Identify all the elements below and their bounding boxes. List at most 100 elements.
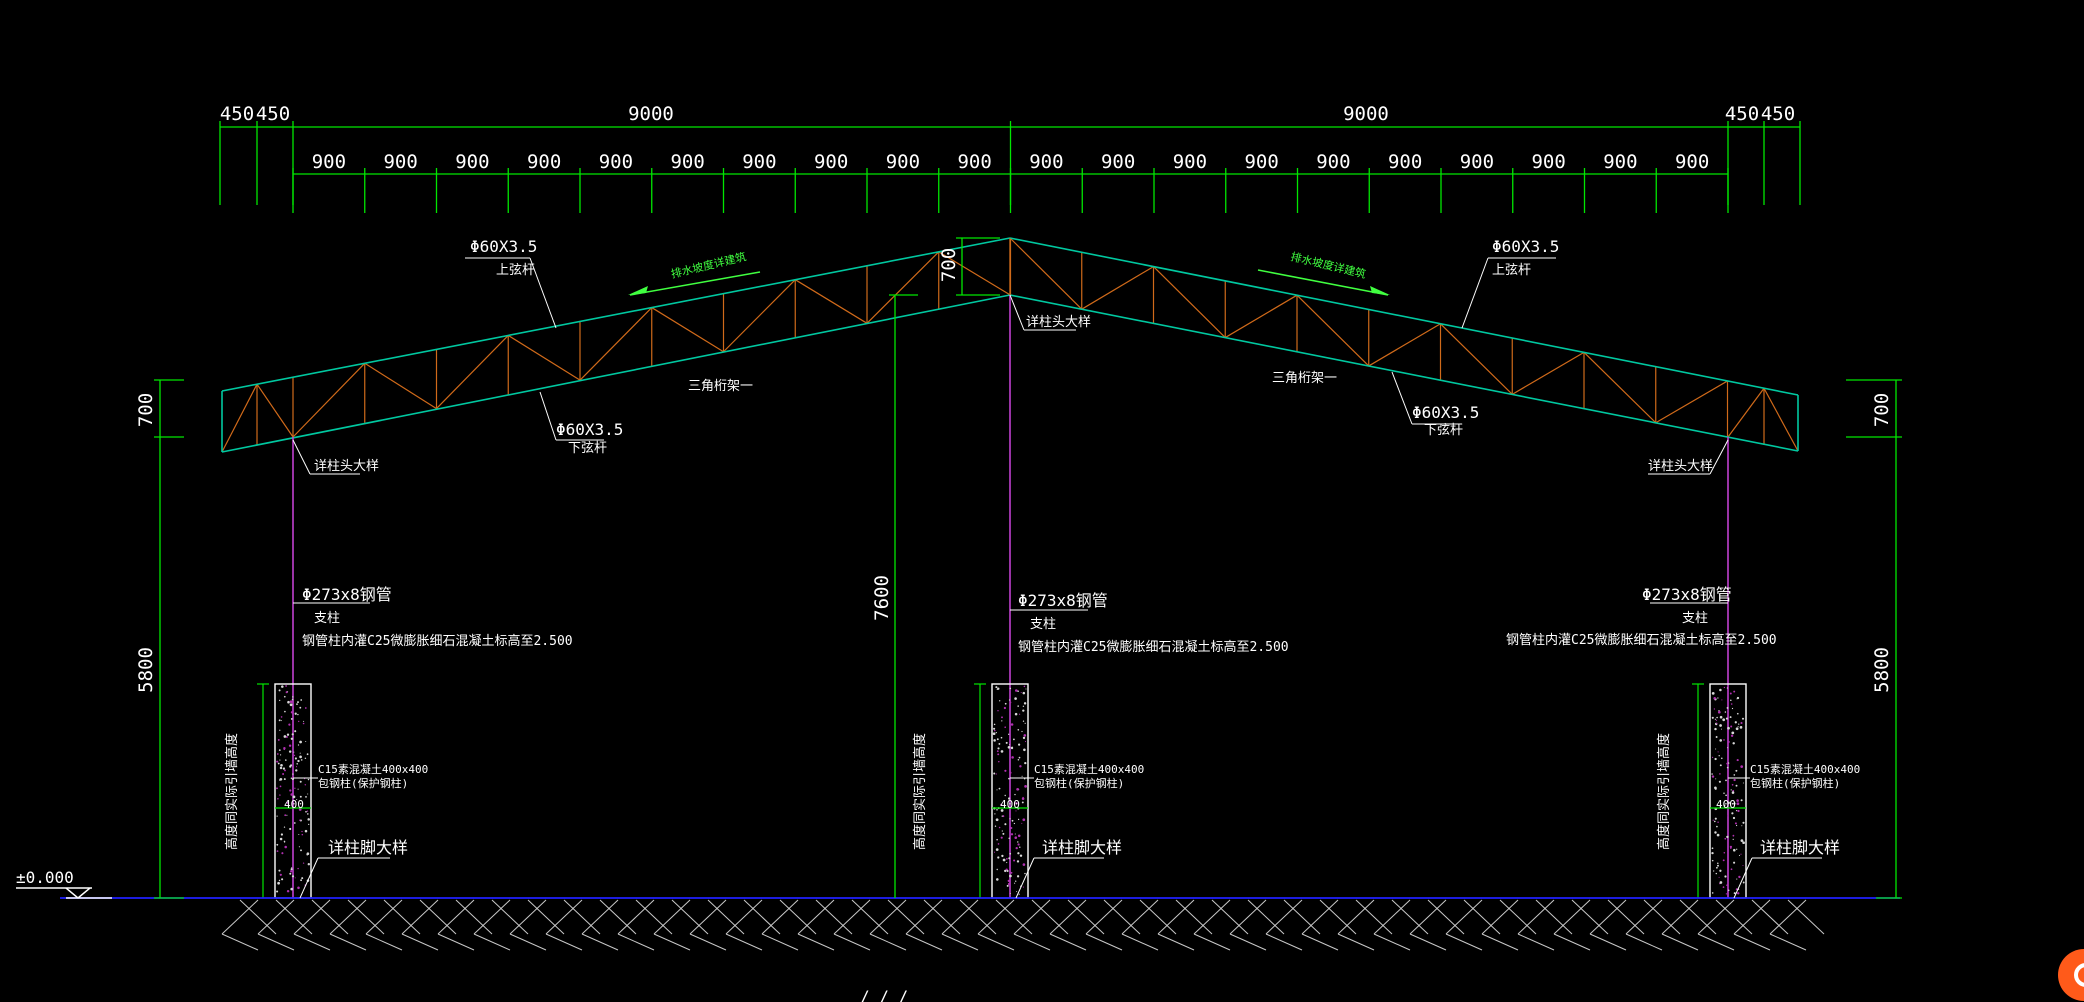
concrete-aggregate-dot (998, 787, 1001, 790)
concrete-aggregate-dot (279, 729, 281, 731)
concrete-aggregate-dot (1003, 706, 1007, 710)
ground-hatch-stroke (995, 899, 1033, 935)
concrete-aggregate-dot (1733, 774, 1736, 776)
concrete-aggregate-dot (996, 868, 998, 871)
concrete-aggregate-dot (1721, 699, 1723, 701)
concrete-aggregate-dot (1018, 743, 1021, 746)
ground-hatch-stroke (1229, 933, 1267, 951)
pier-spec-right: C15素混凝土400x400 (1750, 762, 1860, 776)
ground-hatch-stroke (1283, 899, 1321, 935)
concrete-aggregate-dot (279, 785, 282, 788)
concrete-aggregate-dot (1008, 837, 1010, 840)
concrete-aggregate-dot (1737, 809, 1740, 813)
concrete-aggregate-dot (291, 867, 293, 869)
concrete-aggregate-dot (1724, 875, 1727, 878)
concrete-aggregate-dot (995, 848, 999, 851)
concrete-aggregate-dot (283, 840, 286, 843)
concrete-aggregate-dot (286, 733, 290, 736)
pier-labels: C15素混凝土400x400 包钢柱(保护钢柱) 400 详柱脚大样 高度同实际… (224, 733, 1860, 857)
ground-hatch-stroke (977, 899, 1015, 935)
truss-upper-chord-right (1009, 237, 1799, 396)
concrete-aggregate-dot (278, 869, 281, 872)
concrete-aggregate-dot (1722, 859, 1725, 862)
concrete-aggregate-dot (1002, 815, 1005, 818)
concrete-aggregate-dot (1722, 718, 1726, 722)
concrete-aggregate-dot (1736, 759, 1739, 762)
concrete-aggregate-dot (1008, 733, 1010, 735)
concrete-aggregate-dot (1719, 764, 1722, 767)
concrete-aggregate-dot (1740, 725, 1743, 728)
column-name-center: 支柱 (1030, 617, 1056, 632)
concrete-aggregate-dot (286, 801, 289, 804)
concrete-aggregate-dot (996, 750, 999, 753)
concrete-aggregate-dot (290, 793, 294, 796)
concrete-aggregate-dot (1001, 830, 1003, 832)
concrete-aggregate-dot (1017, 852, 1020, 855)
ground-hatch-stroke (365, 933, 403, 951)
concrete-aggregate-dot (290, 868, 293, 871)
ground-hatch-stroke (1769, 899, 1807, 935)
ground-hatch-stroke (1157, 933, 1195, 951)
concrete-aggregate-dot (279, 766, 283, 770)
concrete-aggregate-dot (300, 699, 303, 701)
ground-hatch-stroke (1481, 933, 1519, 951)
concrete-aggregate-dot (289, 827, 292, 831)
ground-hatch-stroke (1769, 933, 1807, 951)
concrete-aggregate-dot (302, 722, 305, 725)
concrete-aggregate-dot (278, 879, 281, 882)
concrete-aggregate-dot (1740, 799, 1743, 802)
bottom-text-fragment: / / / (860, 987, 908, 1002)
steel-columns (292, 295, 1729, 898)
truss-diagonal-web (1583, 351, 1657, 424)
concrete-aggregate-dot (1021, 775, 1023, 777)
concrete-aggregate-dot (1736, 802, 1740, 806)
concrete-aggregate-dot (1009, 701, 1012, 704)
truss-overhang-web-right (1727, 387, 1765, 438)
concrete-aggregate-dot (1731, 783, 1734, 786)
concrete-aggregate-dot (996, 738, 999, 741)
concrete-aggregate-dot (1713, 870, 1715, 872)
concrete-aggregate-dot (1729, 692, 1732, 695)
concrete-aggregate-dot (995, 686, 998, 689)
truss-diagonal-web (1368, 323, 1441, 367)
ground-hatch-stroke (689, 899, 727, 935)
concrete-aggregate-dot (1714, 787, 1717, 790)
concrete-aggregate-dot (1022, 736, 1026, 740)
concrete-aggregate-dot (1001, 815, 1003, 817)
concrete-aggregate-dot (1000, 803, 1003, 806)
truss-name-left: 三角桁架一 (688, 379, 753, 394)
concrete-aggregate-dot (1019, 854, 1023, 857)
column-foot-detail-right: 详柱脚大样 (1760, 838, 1840, 857)
concrete-aggregate-dot (299, 752, 301, 754)
vertical-dimension-texts: 700 5800 700 5800 700 7600 (135, 248, 1893, 693)
concrete-aggregate-dot (1010, 871, 1013, 874)
concrete-aggregate-dot (995, 773, 997, 775)
top-dimension-texts: 450 450 9000 9000 450 450 (220, 103, 1795, 125)
concrete-aggregate-dot (1010, 833, 1014, 836)
ground-hatch-stroke (1049, 933, 1087, 951)
concrete-aggregate-dot (1007, 797, 1011, 800)
pier-height-note-center: 高度同实际引墙高度 (912, 733, 928, 850)
column-foot-leader-right (1733, 857, 1753, 899)
concrete-aggregate-dot (302, 862, 305, 864)
ground-hatch-stroke (1121, 899, 1159, 935)
concrete-aggregate-dot (276, 753, 279, 755)
concrete-aggregate-dot (279, 699, 281, 702)
concrete-aggregate-dot (1711, 716, 1714, 719)
concrete-aggregate-dot (1717, 710, 1721, 714)
ground-hatch-stroke (293, 933, 331, 951)
concrete-aggregate-dot (1024, 778, 1026, 780)
concrete-aggregate-dot (992, 732, 996, 736)
concrete-aggregate-dot (292, 696, 294, 698)
concrete-aggregate-dot (281, 878, 284, 881)
concrete-aggregate-dot (1732, 834, 1735, 837)
concrete-aggregate-dot (1731, 707, 1734, 710)
concrete-aggregate-dot (1711, 851, 1714, 855)
truss-diagonal-web (292, 362, 366, 438)
concrete-aggregate-dot (1010, 723, 1014, 726)
concrete-aggregate-dot (1713, 820, 1716, 823)
pier-note-center: 包钢柱(保护钢柱) (1034, 776, 1124, 790)
concrete-aggregate-dot (292, 795, 296, 799)
concrete-aggregate-dot (1733, 778, 1736, 782)
concrete-aggregate-dot (1721, 757, 1723, 760)
